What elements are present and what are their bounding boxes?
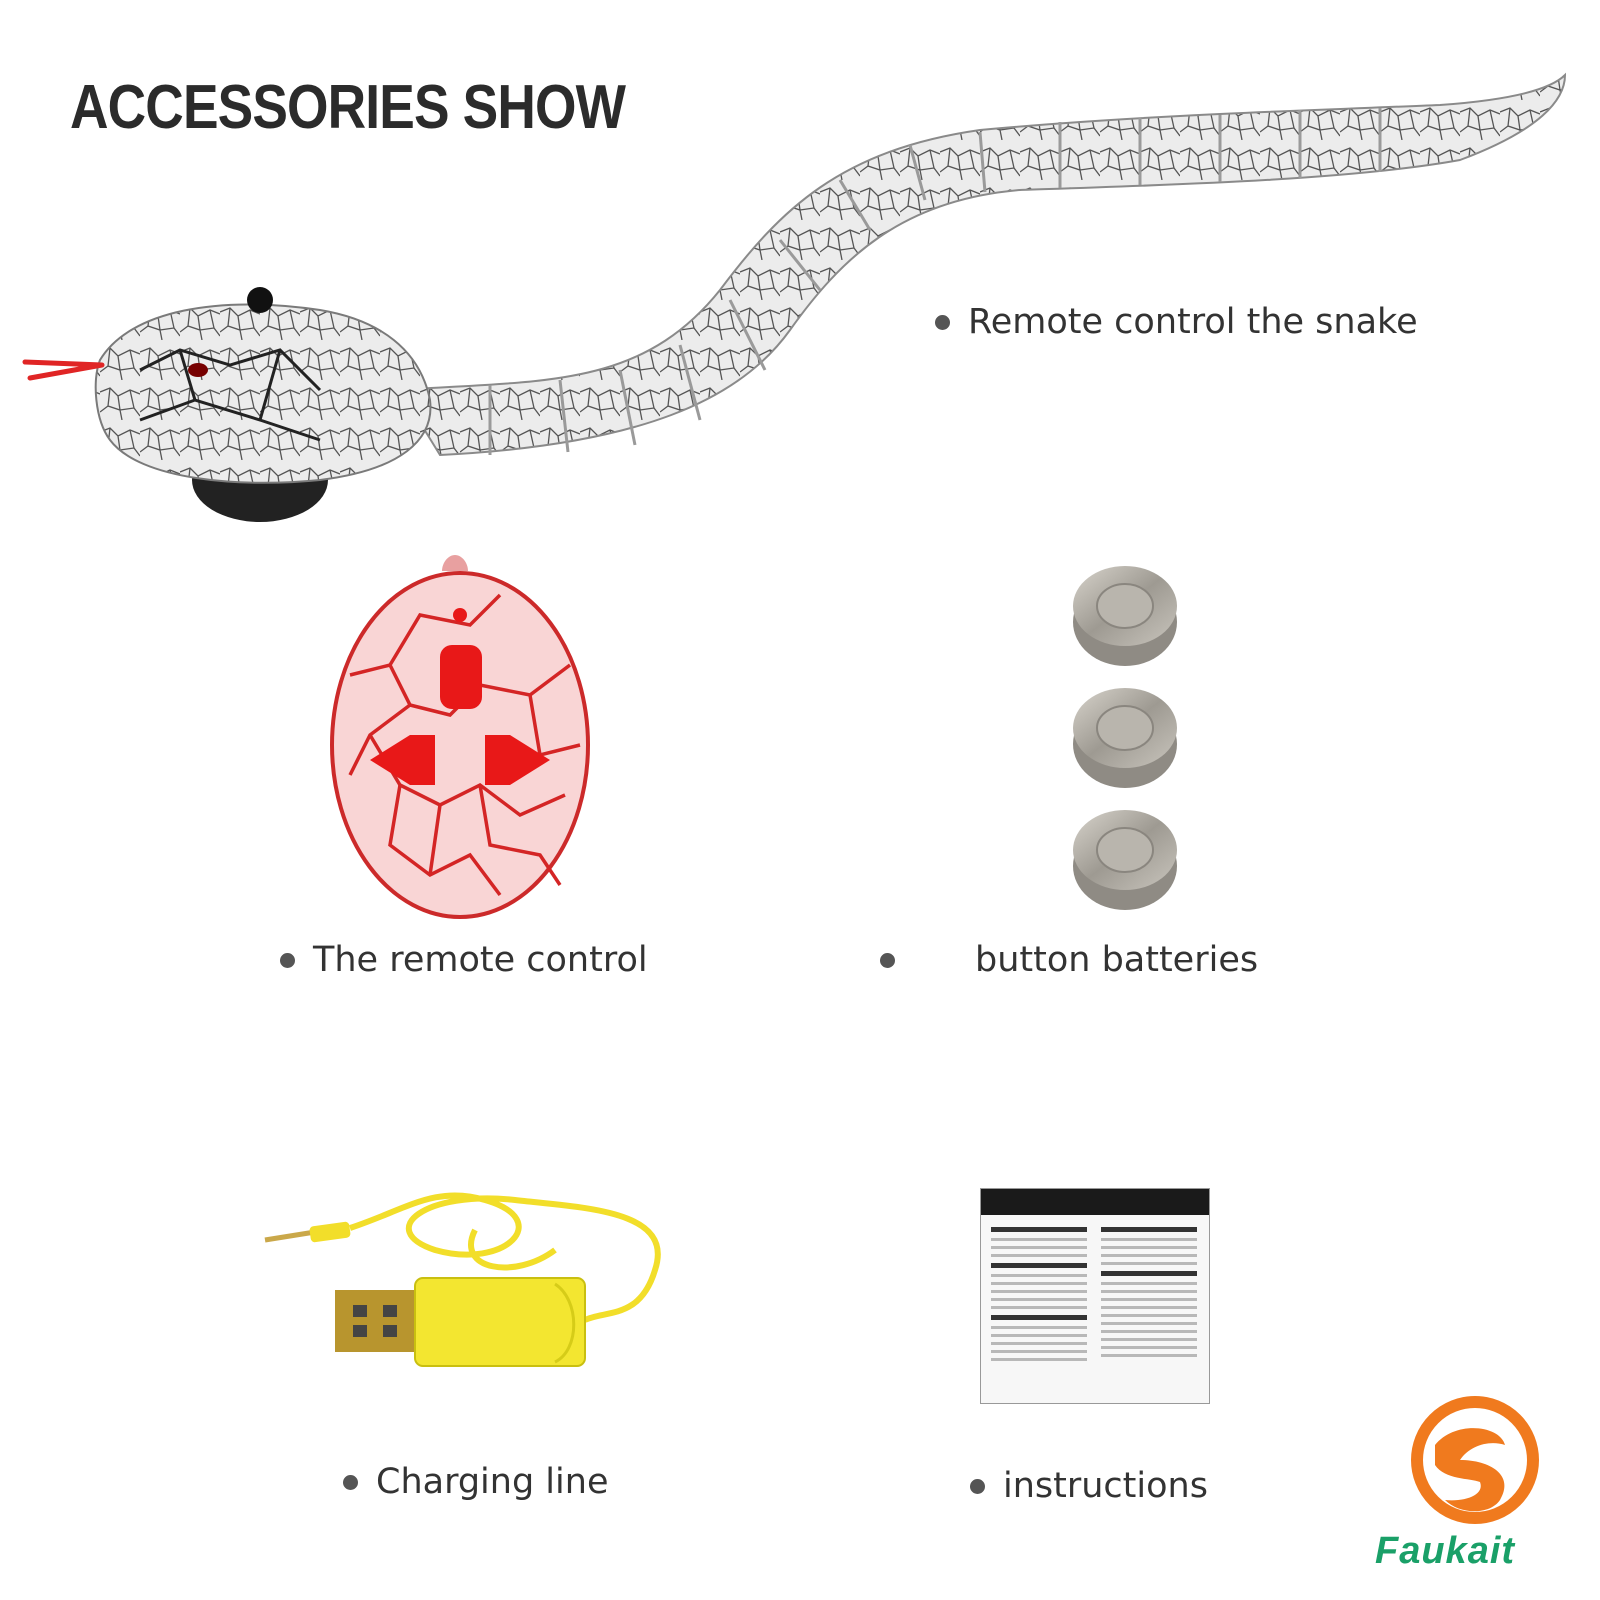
bullet-dot: [970, 1478, 985, 1494]
egg-remote-icon: [330, 555, 590, 919]
caption-remote-text: The remote control: [313, 940, 648, 980]
manual-column-right: [1097, 1221, 1201, 1395]
page-title: ACCESSORIES SHOW: [70, 73, 626, 142]
caption-instructions: instructions: [970, 1466, 1208, 1506]
caption-batteries-text: button batteries: [975, 940, 1259, 980]
bullet-dot: [280, 952, 295, 968]
caption-charging: Charging line: [343, 1462, 608, 1502]
caption-batteries: button batteries: [880, 940, 1258, 980]
usb-charging-cable-icon: [264, 1192, 661, 1367]
bullet-dot: [343, 1474, 358, 1490]
snake-toy-icon: [22, 72, 1567, 522]
caption-charging-text: Charging line: [376, 1462, 609, 1502]
dragon-logo-icon: [1411, 1396, 1539, 1524]
bullet-dot: [935, 314, 950, 330]
button-battery-icon: [1073, 566, 1177, 910]
caption-instructions-text: instructions: [1003, 1466, 1208, 1506]
instruction-sheet-icon: [980, 1188, 1210, 1404]
bullet-dot: [880, 952, 895, 968]
manual-column-left: [987, 1221, 1091, 1395]
caption-snake-text: Remote control the snake: [968, 302, 1418, 342]
brand-name: Faukait: [1375, 1530, 1516, 1572]
manual-header-bar: [981, 1189, 1209, 1215]
caption-remote: The remote control: [280, 940, 648, 980]
caption-snake: Remote control the snake: [935, 302, 1418, 342]
